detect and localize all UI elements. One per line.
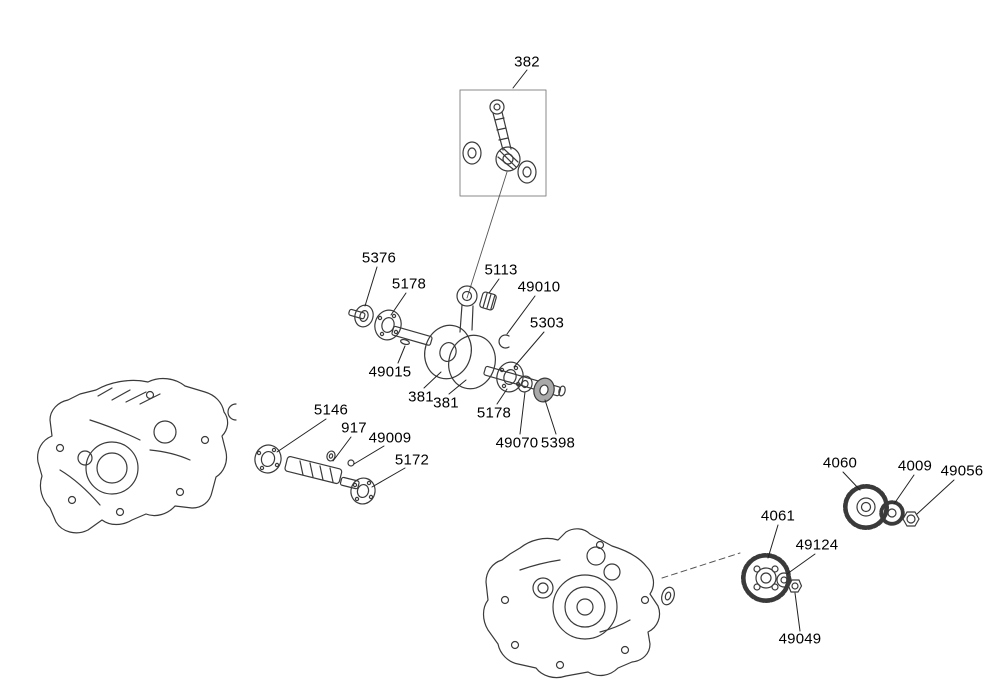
part-label-4061: 4061 bbox=[760, 507, 796, 525]
leader-line-5398 bbox=[544, 399, 557, 435]
leader-line-381 bbox=[448, 379, 467, 395]
part-label-5398: 5398 bbox=[540, 434, 576, 452]
part-label-49056: 49056 bbox=[940, 462, 984, 480]
part-label-4009: 4009 bbox=[897, 457, 933, 475]
leader-line-49070 bbox=[519, 391, 526, 435]
leader-line-49015 bbox=[397, 345, 406, 364]
part-label-5146: 5146 bbox=[313, 401, 349, 419]
part-label-49010: 49010 bbox=[517, 278, 561, 296]
part-label-49009: 49009 bbox=[368, 429, 412, 447]
right-crankcase-half bbox=[482, 528, 675, 679]
part-label-5303: 5303 bbox=[529, 314, 565, 332]
part-label-917: 917 bbox=[341, 419, 367, 437]
part-label-5178: 5178 bbox=[391, 275, 427, 293]
part-label-49124: 49124 bbox=[795, 536, 839, 554]
leader-line-5113 bbox=[488, 278, 500, 294]
leader-line-49010 bbox=[506, 295, 536, 335]
leader-line-5146 bbox=[276, 418, 327, 453]
primary-gear-group bbox=[843, 484, 920, 530]
leader-line-5376 bbox=[364, 266, 378, 307]
leader-line-381 bbox=[423, 371, 442, 389]
leader-line-49124 bbox=[786, 553, 816, 575]
leader-lines bbox=[276, 69, 955, 632]
part-label-5172: 5172 bbox=[394, 451, 430, 469]
driven-gear-group bbox=[741, 553, 803, 603]
leader-line-4009 bbox=[893, 474, 915, 505]
part-label-382: 382 bbox=[514, 53, 540, 71]
leader-line-49009 bbox=[353, 445, 385, 465]
part-label-4060: 4060 bbox=[822, 454, 858, 472]
countershaft-group bbox=[254, 444, 376, 505]
part-label-381: 381 bbox=[408, 388, 434, 406]
leader-line-5178 bbox=[496, 388, 508, 405]
left-crankcase-half bbox=[37, 377, 237, 534]
part-label-381: 381 bbox=[433, 394, 459, 412]
part-label-49049: 49049 bbox=[778, 630, 822, 648]
leader-line-4060 bbox=[842, 471, 861, 491]
leader-line-5172 bbox=[371, 467, 406, 488]
leader-line-4061 bbox=[767, 524, 779, 559]
conrod-inset-box bbox=[459, 89, 547, 197]
leader-line-917 bbox=[332, 436, 352, 462]
explosion-line-gears bbox=[661, 552, 741, 579]
part-label-5113: 5113 bbox=[484, 261, 518, 279]
small-circlip bbox=[227, 403, 237, 421]
leader-line-49056 bbox=[916, 479, 955, 515]
leader-line-5178 bbox=[390, 292, 407, 316]
leader-line-49049 bbox=[794, 592, 801, 632]
part-label-5376: 5376 bbox=[361, 249, 397, 267]
leader-line-5303 bbox=[513, 331, 545, 368]
part-label-49015: 49015 bbox=[368, 363, 412, 381]
part-label-5178: 5178 bbox=[476, 404, 512, 422]
leader-line-382 bbox=[512, 69, 528, 89]
crankshaft-assembly bbox=[348, 285, 566, 403]
explosion-line-conrod bbox=[466, 171, 508, 299]
part-label-49070: 49070 bbox=[495, 434, 539, 452]
